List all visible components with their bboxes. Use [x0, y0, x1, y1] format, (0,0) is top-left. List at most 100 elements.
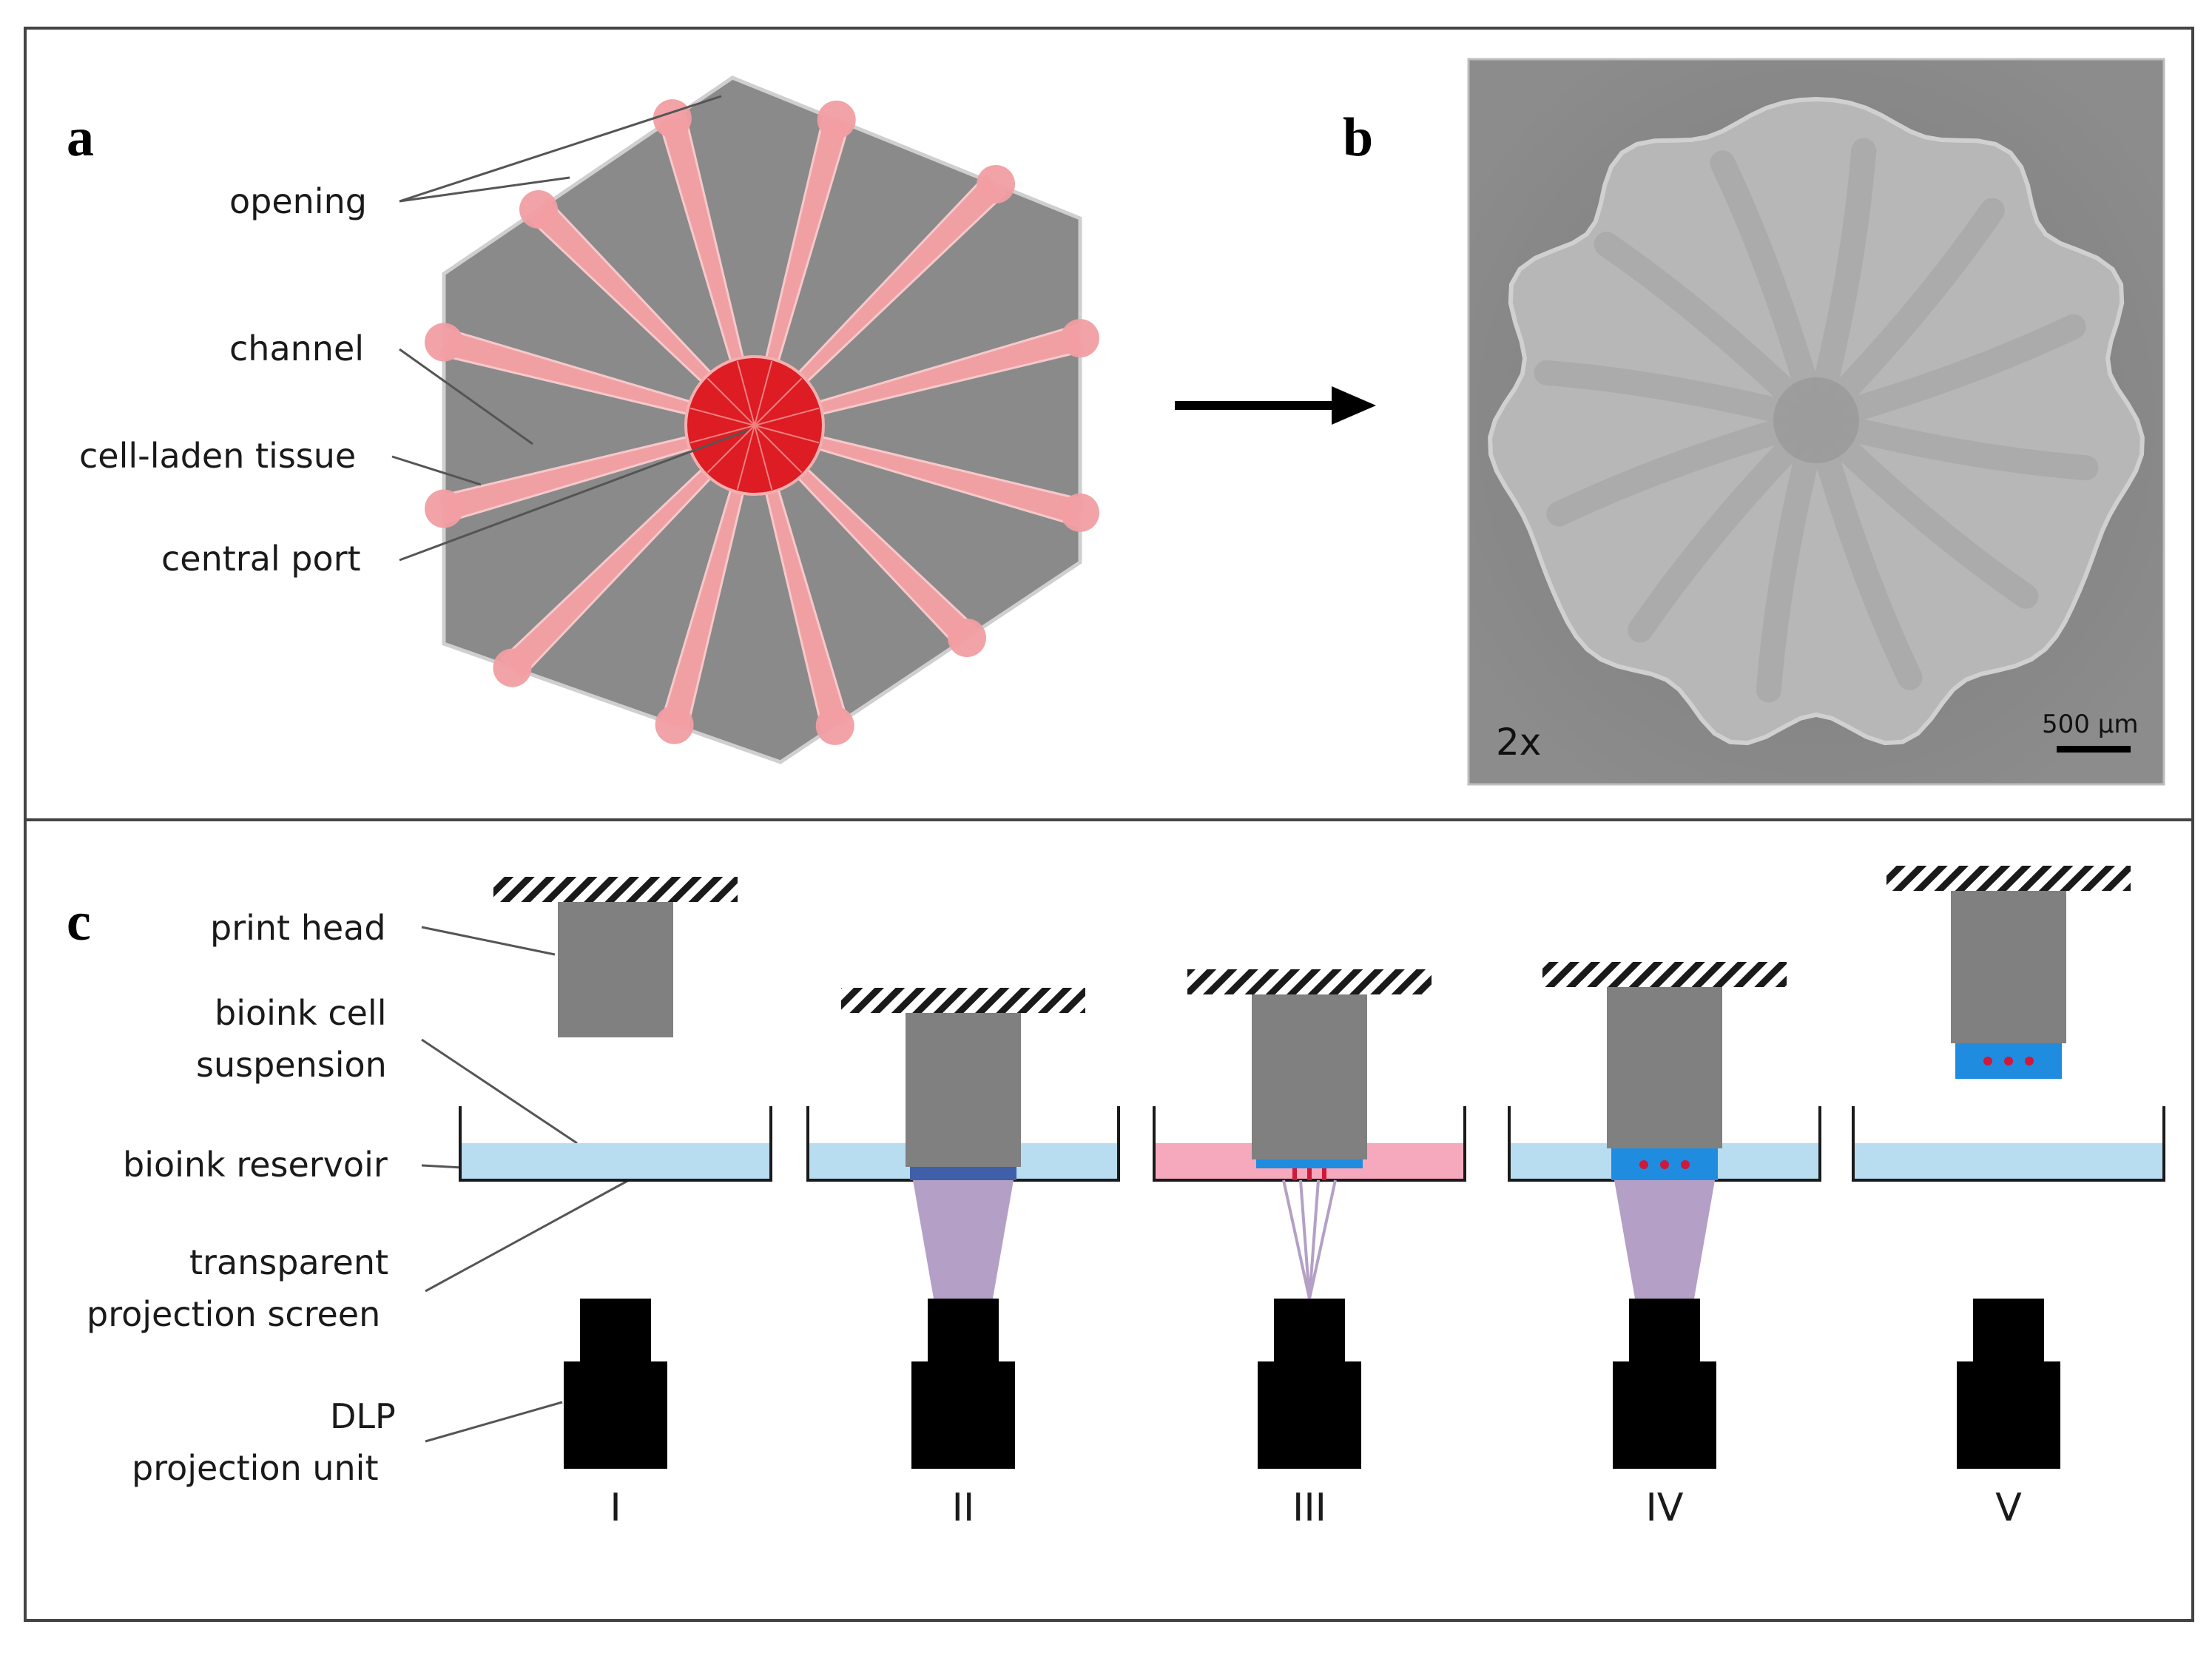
- stage-2: II: [806, 988, 1120, 1530]
- print-head: [1252, 994, 1367, 1159]
- dlp-lens: [1274, 1299, 1345, 1363]
- central-port-spokes: [689, 360, 820, 491]
- panel-a-leader-lines: [391, 95, 748, 562]
- label-bioink-cell-line2: suspension: [196, 1045, 387, 1085]
- cell-dot: [1660, 1160, 1669, 1169]
- label-dlp-line1: DLP: [330, 1396, 396, 1436]
- build-plate: [493, 877, 738, 902]
- label-bioink-reservoir: bioink reservoir: [123, 1145, 388, 1185]
- channel-opening: [1061, 493, 1099, 532]
- transition-arrow: [1175, 386, 1376, 425]
- dlp-lens: [1973, 1299, 2044, 1363]
- scale-bar: [2057, 746, 2131, 753]
- port-spoke: [707, 377, 755, 426]
- cell-dot: [2025, 1057, 2034, 1065]
- stage-label: V: [1995, 1486, 2022, 1530]
- cell-dot: [2004, 1057, 2013, 1065]
- channel-group: [425, 99, 1099, 745]
- label-transparent-line1: transparent: [189, 1242, 388, 1282]
- stage-4: IV: [1508, 962, 1821, 1530]
- stage-label: II: [952, 1486, 975, 1530]
- port-spoke: [689, 407, 755, 426]
- stage-label: IV: [1646, 1486, 1684, 1530]
- channel-opening: [977, 164, 1016, 203]
- bioink-reservoir-liquid: [460, 1143, 771, 1180]
- label-print-head: print head: [210, 908, 386, 948]
- stage-label: I: [610, 1486, 621, 1530]
- light-ray: [1308, 1179, 1337, 1299]
- print-head: [906, 1013, 1021, 1167]
- light-ray: [1299, 1179, 1311, 1299]
- print-head: [558, 902, 673, 1037]
- stage-5: V: [1852, 866, 2165, 1530]
- printed-layer: [910, 1167, 1016, 1180]
- panel-letter-b: b: [1343, 107, 1373, 168]
- label-opening: opening: [229, 181, 367, 221]
- channel-opening: [519, 190, 559, 229]
- scale-bar-label: 500 μm: [2042, 710, 2138, 739]
- light-ray: [1308, 1179, 1320, 1299]
- cell-dot: [1639, 1160, 1648, 1169]
- printed-central-port: [1773, 377, 1859, 463]
- label-central-port: central port: [161, 539, 361, 579]
- dlp-lens: [928, 1299, 999, 1363]
- channel-opening: [493, 648, 532, 687]
- cell-dot: [1681, 1160, 1690, 1169]
- channel-opening: [425, 323, 463, 362]
- dlp-lens: [580, 1299, 651, 1363]
- port-spoke: [754, 377, 803, 426]
- port-spoke: [754, 425, 820, 444]
- label-channel: channel: [229, 329, 364, 368]
- port-spoke: [707, 425, 755, 474]
- print-head: [1607, 987, 1722, 1148]
- channel-opening: [815, 706, 854, 745]
- label-dlp-line2: projection unit: [132, 1448, 378, 1488]
- label-bioink-cell-line1: bioink cell: [215, 993, 386, 1033]
- port-spoke: [754, 425, 803, 474]
- stage-3: III: [1153, 969, 1466, 1530]
- dlp-projection-unit: [564, 1361, 667, 1469]
- cell-dot: [1292, 1168, 1297, 1180]
- panel-c-frame: [24, 818, 2194, 1622]
- micrograph: 2x 500 μm: [1467, 58, 2165, 786]
- reservoir-container: [459, 1106, 772, 1182]
- magnification-label: 2x: [1496, 721, 1541, 764]
- print-head: [1951, 891, 2066, 1043]
- port-spoke: [754, 407, 820, 426]
- channel-opening: [948, 619, 986, 657]
- light-beam: [913, 1180, 1014, 1299]
- panel-c-leader-lines: [421, 926, 630, 1443]
- light-beam: [1614, 1180, 1715, 1299]
- dlp-projection-unit: [911, 1361, 1015, 1469]
- dlp-projection-unit: [1258, 1361, 1361, 1469]
- bioink-reservoir-liquid: [1853, 1143, 2164, 1180]
- light-ray: [1282, 1179, 1311, 1299]
- port-spoke: [754, 425, 773, 491]
- build-plate: [1886, 866, 2131, 891]
- printed-layer: [1256, 1159, 1363, 1168]
- stage-1: I: [459, 877, 772, 1530]
- build-plate: [1542, 962, 1787, 987]
- channel-opening: [425, 489, 463, 528]
- build-plate: [841, 988, 1085, 1013]
- stage-label: III: [1292, 1486, 1326, 1530]
- port-spoke: [689, 425, 755, 444]
- channel-opening: [817, 100, 856, 139]
- panel-letter-a: a: [67, 107, 94, 168]
- dlp-projection-unit: [1613, 1361, 1716, 1469]
- hexagon-chip-diagram: [425, 75, 1099, 764]
- channel-opening: [655, 705, 694, 744]
- reservoir-container: [1852, 1106, 2165, 1182]
- port-spoke: [736, 360, 755, 426]
- dlp-lens: [1629, 1299, 1700, 1363]
- cell-dot: [1983, 1057, 1992, 1065]
- panel-letter-c: c: [67, 892, 91, 952]
- build-plate: [1187, 969, 1432, 994]
- cell-dot: [1322, 1168, 1326, 1180]
- label-cell-laden-tissue: cell-laden tissue: [79, 436, 356, 476]
- dlp-projection-unit: [1957, 1361, 2060, 1469]
- label-transparent-line2: projection screen: [87, 1294, 380, 1334]
- cell-dot: [1307, 1168, 1312, 1180]
- channel-opening: [653, 99, 692, 138]
